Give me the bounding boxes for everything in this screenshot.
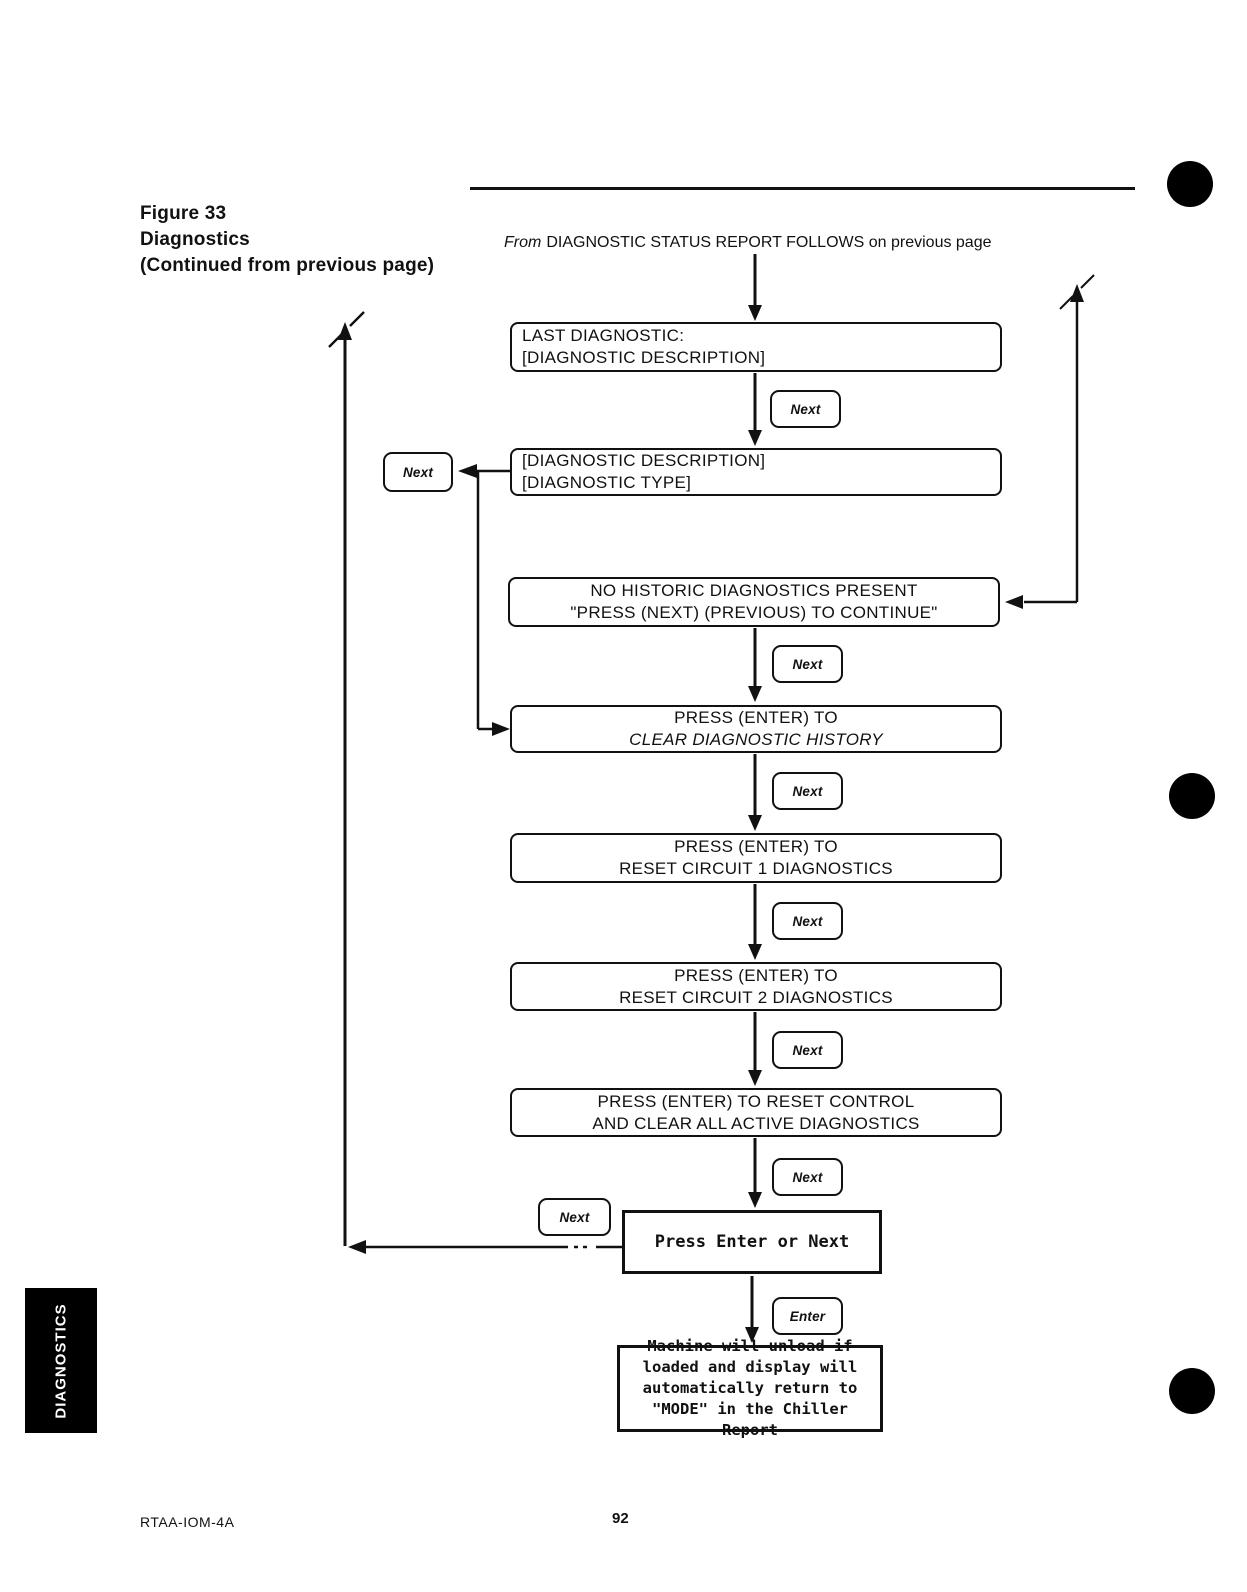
flow-box-line: "PRESS (NEXT) (PREVIOUS) TO CONTINUE": [570, 603, 938, 622]
flow-box-line: PRESS (ENTER) TO: [674, 708, 838, 727]
flow-box-no-historic-diagnostics: NO HISTORIC DIAGNOSTICS PRESENT "PRESS (…: [508, 577, 1000, 627]
flow-box-line: PRESS (ENTER) TO: [674, 965, 838, 985]
flow-box-reset-circuit-2: PRESS (ENTER) TO RESET CIRCUIT 2 DIAGNOS…: [510, 962, 1002, 1011]
flow-box-line: Machine will unload if: [647, 1337, 853, 1355]
header-rule: [470, 187, 1135, 190]
next-key-button: Next: [383, 452, 453, 492]
figure-label: Figure 33: [140, 203, 227, 224]
diagnostics-section-tab: DIAGNOSTICS: [25, 1288, 97, 1433]
source-note-prefix: From: [504, 234, 542, 251]
flow-box-press-enter-or-next: Press Enter or Next: [622, 1210, 882, 1274]
next-key-button: Next: [772, 902, 843, 940]
flow-box-last-diagnostic: LAST DIAGNOSTIC: [DIAGNOSTIC DESCRIPTION…: [510, 322, 1002, 372]
flow-box-line: RESET CIRCUIT 1 DIAGNOSTICS: [619, 859, 893, 878]
flow-box-line: RESET CIRCUIT 2 DIAGNOSTICS: [619, 987, 893, 1007]
flow-box-reset-circuit-1: PRESS (ENTER) TO RESET CIRCUIT 1 DIAGNOS…: [510, 833, 1002, 883]
flow-box-line: CLEAR DIAGNOSTIC HISTORY: [629, 730, 883, 749]
flow-box-line: [DIAGNOSTIC TYPE]: [522, 473, 692, 492]
figure-title: Diagnostics: [140, 229, 250, 250]
flow-box-line: AND CLEAR ALL ACTIVE DIAGNOSTICS: [592, 1113, 920, 1133]
flow-box-line: Press Enter or Next: [654, 1232, 850, 1252]
next-key-button: Next: [772, 1031, 843, 1069]
page-number: 92: [612, 1510, 629, 1527]
flow-box-line: PRESS (ENTER) TO: [674, 837, 838, 856]
next-key-button: Next: [538, 1198, 611, 1236]
flow-box-line: automatically return to: [642, 1379, 858, 1397]
next-key-button: Next: [772, 1158, 843, 1196]
binding-hole-dot: [1169, 773, 1215, 819]
figure-subtitle: (Continued from previous page): [140, 255, 435, 276]
flow-box-reset-control: PRESS (ENTER) TO RESET CONTROL AND CLEAR…: [510, 1088, 1002, 1137]
enter-key-button: Enter: [772, 1297, 843, 1335]
flow-box-line: "MODE" in the Chiller Report: [652, 1400, 848, 1439]
flow-box-machine-unload: Machine will unload if loaded and displa…: [617, 1337, 883, 1439]
flow-box-line: NO HISTORIC DIAGNOSTICS PRESENT: [590, 581, 918, 600]
source-note-text: DIAGNOSTIC STATUS REPORT FOLLOWS on prev…: [546, 234, 992, 251]
flow-box-line: [DIAGNOSTIC DESCRIPTION]: [522, 348, 766, 367]
flow-box-line: loaded and display will: [642, 1358, 858, 1376]
next-key-button: Next: [772, 645, 843, 683]
figure-caption: Figure 33 Diagnostics (Continued from pr…: [140, 201, 434, 279]
next-key-button: Next: [770, 390, 841, 428]
binding-hole-dot: [1167, 161, 1213, 207]
next-key-button: Next: [772, 772, 843, 810]
flow-box-line: [DIAGNOSTIC DESCRIPTION]: [522, 451, 766, 470]
flow-box-clear-diagnostic-history: PRESS (ENTER) TO CLEAR DIAGNOSTIC HISTOR…: [510, 705, 1002, 753]
diagnostics-tab-label: DIAGNOSTICS: [52, 1302, 70, 1419]
binding-hole-dot: [1169, 1368, 1215, 1414]
flow-box-diagnostic-description: [DIAGNOSTIC DESCRIPTION] [DIAGNOSTIC TYP…: [510, 448, 1002, 496]
flow-box-line: LAST DIAGNOSTIC:: [522, 326, 685, 345]
flow-box-line: PRESS (ENTER) TO RESET CONTROL: [597, 1091, 915, 1111]
document-number: RTAA-IOM-4A: [140, 1514, 235, 1530]
